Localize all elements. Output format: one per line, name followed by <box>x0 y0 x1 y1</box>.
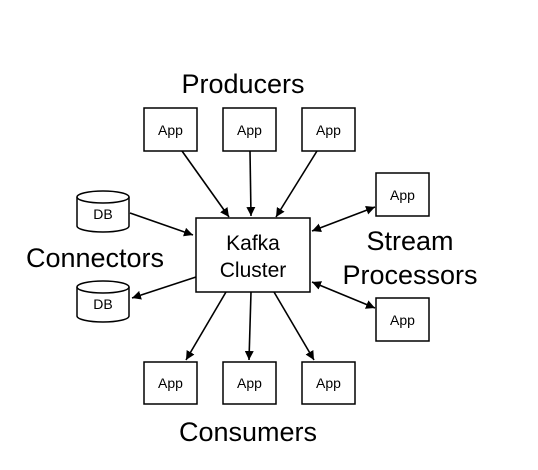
producer-1-label: App <box>158 122 183 138</box>
connector-db-2: DB <box>76 280 130 323</box>
edge-producer-3-to-kafka <box>275 150 318 218</box>
edge-producer-2-to-kafka <box>246 150 256 217</box>
producer-1: App <box>143 107 198 152</box>
edge-connector-db-1-to-kafka <box>129 212 194 237</box>
edge-producer-1-to-kafka <box>181 150 230 218</box>
stream-processors-heading-line1: Stream <box>366 226 453 256</box>
producers-heading: Producers <box>181 69 304 99</box>
consumers-heading: Consumers <box>179 417 317 447</box>
consumer-1: App <box>143 361 198 405</box>
consumer-2-label: App <box>237 375 262 391</box>
connectors-heading: Connectors <box>26 243 164 273</box>
stream-processor-2-label: App <box>390 312 415 328</box>
consumer-3: App <box>301 361 356 405</box>
edge-kafka-to-connector-db-2 <box>131 276 197 300</box>
edge-kafka-to-consumer-2 <box>244 291 254 361</box>
producer-3-label: App <box>316 122 341 138</box>
consumer-3-label: App <box>316 375 341 391</box>
stream-processor-1: App <box>375 172 430 217</box>
connector-db-1-label: DB <box>93 206 112 222</box>
producer-2: App <box>222 107 277 152</box>
connector-db-1: DB <box>76 190 130 233</box>
edge-kafka-to-consumer-1 <box>185 291 227 361</box>
consumer-2: App <box>222 361 277 405</box>
producer-2-label: App <box>237 122 262 138</box>
edge-kafka-stream-processor-2 <box>311 281 376 309</box>
stream-processor-2: App <box>375 297 430 342</box>
connector-db-2-label: DB <box>93 296 112 312</box>
kafka-cluster-label-line2: Cluster <box>220 259 287 282</box>
stream-processors-heading-line2: Processors <box>342 260 477 290</box>
producer-3: App <box>301 107 356 152</box>
consumer-1-label: App <box>158 375 183 391</box>
kafka-cluster: Kafka Cluster <box>195 217 311 293</box>
edge-kafka-stream-processor-1 <box>311 205 376 233</box>
stream-processor-1-label: App <box>390 187 415 203</box>
edges <box>129 150 376 361</box>
kafka-cluster-label-line1: Kafka <box>226 232 280 255</box>
edge-kafka-to-consumer-3 <box>273 291 315 361</box>
